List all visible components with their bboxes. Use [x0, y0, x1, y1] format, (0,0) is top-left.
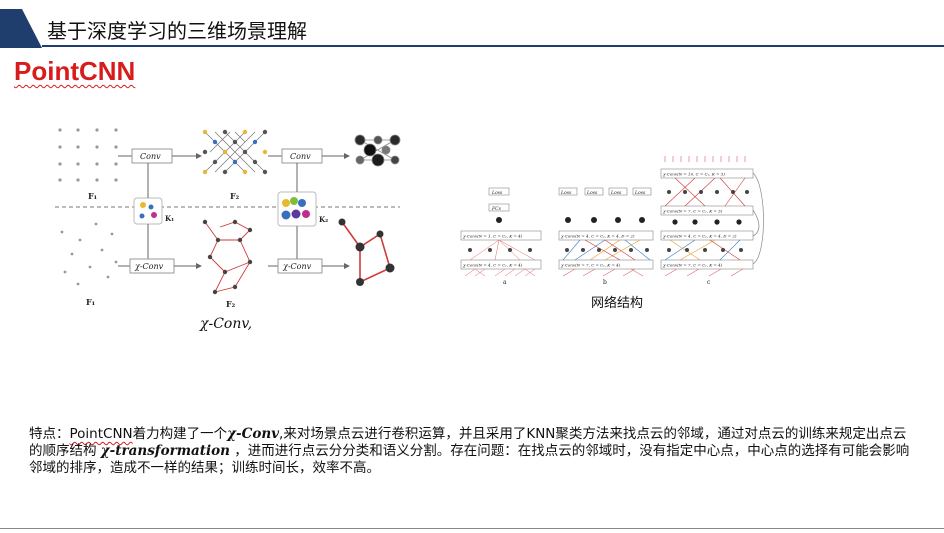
- network-caption: 网络结构: [591, 296, 644, 311]
- output-red-graph: [341, 221, 391, 283]
- section-title: PointCNN: [14, 56, 136, 86]
- panel-a-xconv-1: χ-Conv(N = 1, C = C₂, K = 4): [462, 234, 523, 239]
- k2-label: K₂: [319, 215, 328, 224]
- panel-b-xconv-1: χ-Conv(N = 4, C = C₂, K = 4, D = 2): [560, 234, 635, 239]
- panel-a-fc: FCs: [491, 206, 502, 212]
- xconv-label-2: χ-Conv: [282, 262, 312, 271]
- pointcnn-term: PointCNN: [69, 426, 133, 442]
- xtransformation-term: χ-transformation: [100, 443, 230, 459]
- panel-a: Loss FCs χ-Conv(N = 1, C = C₂, K = 4) χ-…: [460, 187, 542, 286]
- panel-c-label: c: [707, 279, 711, 286]
- f2-lattice: [204, 131, 266, 173]
- panel-b-loss-1: Loss: [560, 190, 572, 196]
- xconv-figure: F₁ Conv F₂ Conv: [55, 128, 401, 309]
- panel-b-label: b: [603, 279, 607, 286]
- f1-scattered-points: [60, 222, 118, 286]
- panel-c-xconv-3: χ-Conv(N = 4, C = C₂, K = 4, D = 2): [662, 234, 737, 239]
- panel-a-xconv-2: χ-Conv(N = 4, C = C₁, K = 4): [462, 263, 523, 268]
- panel-c-xconv-1: χ-Conv(N = 10, C = C₁, K = 3): [662, 172, 725, 177]
- output-graph-nodes: [338, 218, 395, 286]
- k1-label: K₁: [165, 214, 174, 223]
- xconv-term: χ-Conv: [227, 426, 280, 442]
- f1-grid-points: [58, 128, 118, 182]
- k2-box: [277, 191, 317, 227]
- xconv-label-1: χ-Conv: [134, 262, 164, 271]
- panel-b-loss-3: Loss: [610, 190, 622, 196]
- f2-top-label: F₂: [230, 191, 240, 201]
- description-part-4: ，进而进行点云分分类和语义分割。存在问题：在找点云的邻域时，没有指定中心点，中心…: [29, 443, 910, 476]
- panel-b-loss-4: Loss: [634, 190, 646, 196]
- network-architecture-figure: Loss FCs χ-Conv(N = 1, C = C₂, K = 4) χ-…: [460, 156, 764, 286]
- panel-b-loss-2: Loss: [586, 190, 598, 196]
- panel-b: Loss Loss Loss Loss χ-Conv(N = 4, C = C₂…: [558, 187, 654, 286]
- description-part-1: 特点：: [29, 426, 70, 442]
- panel-a-loss: Loss: [491, 190, 503, 196]
- xconv-caption: χ-Conv,: [200, 316, 253, 332]
- conv-label-1: Conv: [140, 152, 161, 161]
- footer-divider: [0, 528, 944, 529]
- panel-c-xconv-2: χ-Conv(N = 7, C = C₁, K = 3): [662, 209, 723, 214]
- f1-top-label: F₁: [88, 191, 97, 201]
- conv-label-2: Conv: [290, 152, 311, 161]
- f2-bottom-label: F₂: [226, 299, 236, 309]
- description-part-3: ,来对场景点云进行卷积运算，并且采用了KNN聚类方法来找点云的邻域，通过对点云的…: [29, 426, 907, 459]
- header-accent-shape: [0, 9, 42, 48]
- panel-b-xconv-2: χ-Conv(N = 7, C = C₁, K = 4): [560, 263, 621, 268]
- header-divider: [42, 45, 944, 47]
- f2-graph-nodes: [202, 219, 253, 295]
- output-feature-points: [354, 134, 401, 167]
- k1-box: [133, 197, 163, 225]
- panel-a-label: a: [503, 279, 507, 286]
- page-title: 基于深度学习的三维场景理解: [47, 19, 307, 43]
- description-part-2: 着力构建了一个: [132, 426, 228, 442]
- panel-c: χ-Conv(N = 10, C = C₁, K = 3) χ-Conv(N =…: [660, 156, 764, 286]
- f1-bottom-label: F₁: [86, 297, 95, 307]
- description-text: 特点：PointCNN着力构建了一个χ-Conv,来对场景点云进行卷积运算，并且…: [29, 426, 914, 477]
- f2-top-points: [202, 129, 268, 175]
- panel-c-xconv-4: χ-Conv(N = 7, C = C₁, K = 4): [662, 263, 723, 268]
